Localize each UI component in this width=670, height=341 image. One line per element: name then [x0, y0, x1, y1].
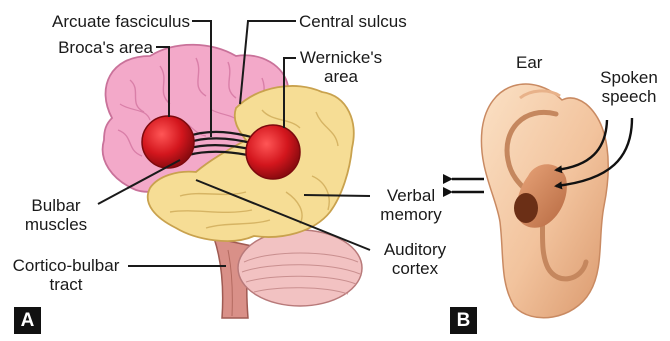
ear-illustration	[481, 84, 608, 318]
label-central-sulcus: Central sulcus	[299, 12, 407, 31]
label-auditory-cortex: Auditory cortex	[372, 240, 458, 278]
wernickes-area-marker	[246, 125, 300, 179]
label-cortico-bulbar-tract: Cortico-bulbar tract	[2, 256, 130, 294]
label-verbal-memory: Verbal memory	[372, 186, 450, 224]
label-bulbar-muscles: Bulbar muscles	[12, 196, 100, 234]
label-wernickes-area: Wernicke's area	[282, 48, 400, 86]
brocas-area-marker	[142, 116, 194, 168]
label-arcuate-fasciculus: Arcuate fasciculus	[52, 12, 190, 31]
label-brocas-area: Broca's area	[58, 38, 153, 57]
ear-canal	[514, 193, 538, 223]
panel-label-a: A	[14, 307, 41, 334]
label-ear: Ear	[516, 53, 542, 72]
label-spoken-speech: Spoken speech	[592, 68, 666, 106]
panel-label-b: B	[450, 307, 477, 334]
cerebellum	[238, 230, 362, 306]
